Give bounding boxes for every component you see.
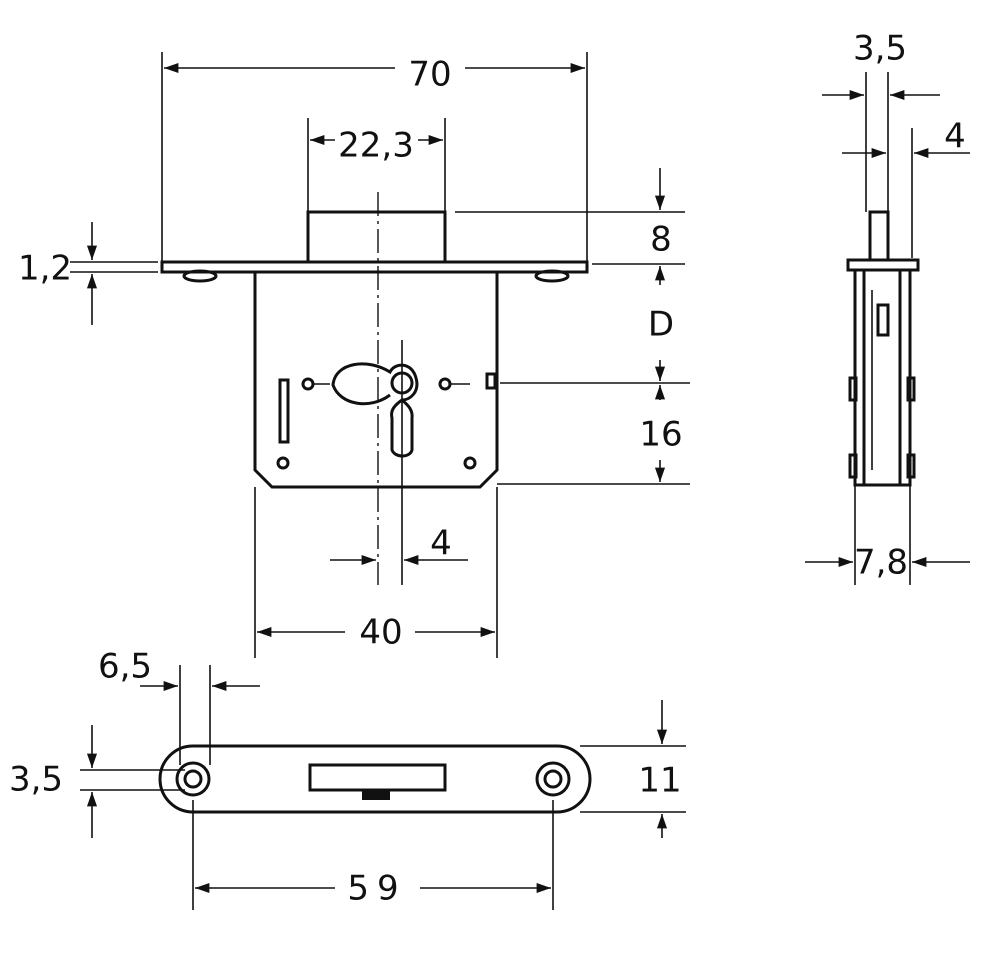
side-view bbox=[846, 210, 920, 487]
dim-label-40: 40 bbox=[359, 613, 402, 653]
dim-side-depth: 7,8 bbox=[805, 485, 970, 585]
dim-strike-height: 11 bbox=[580, 700, 686, 838]
dim-label-3-5: 3,5 bbox=[9, 760, 63, 800]
dim-side-bolt-offset: 4 bbox=[842, 117, 970, 258]
strike-hole-left bbox=[175, 761, 211, 797]
lock-case bbox=[253, 270, 499, 489]
dim-label-side-4: 4 bbox=[944, 117, 966, 157]
rivet-right bbox=[438, 377, 452, 391]
dim-strike-hole-offset: 6,5 bbox=[98, 647, 260, 765]
rivet-left bbox=[301, 377, 315, 391]
dim-label-16: 16 bbox=[639, 415, 682, 455]
dim-total-width: 70 bbox=[161, 52, 588, 262]
dim-strike-hole-diameter: 3,5 bbox=[9, 725, 185, 838]
dim-label-6-5: 6,5 bbox=[98, 647, 152, 687]
dim-case-width: 40 bbox=[254, 487, 498, 658]
dim-keyhole-offset: 4 bbox=[330, 524, 468, 566]
strike-plate-body bbox=[158, 744, 592, 814]
dim-side-bolt-thickness: 3,5 bbox=[822, 29, 940, 212]
faceplate-screw-right bbox=[534, 269, 570, 283]
bolt bbox=[306, 210, 447, 264]
dim-label-11: 11 bbox=[638, 761, 681, 801]
dim-label-7-8: 7,8 bbox=[854, 543, 908, 583]
dim-faceplate-thickness: 1,2 bbox=[18, 222, 158, 325]
faceplate-screw-left bbox=[182, 269, 218, 283]
mount-hole-right bbox=[463, 456, 477, 470]
dim-label-22-3: 22,3 bbox=[338, 126, 414, 166]
dim-label-8: 8 bbox=[650, 220, 672, 260]
keyhole bbox=[331, 362, 419, 458]
strike-tab bbox=[362, 790, 390, 800]
dim-label-D: D bbox=[648, 305, 674, 345]
strike-hole-right bbox=[535, 761, 571, 797]
dim-label-70: 70 bbox=[408, 55, 451, 95]
front-view bbox=[160, 192, 589, 585]
dim-label-4: 4 bbox=[430, 524, 452, 564]
dim-label-59: 59 bbox=[347, 869, 406, 909]
mount-hole-left bbox=[276, 456, 290, 470]
dim-vertical-right: 8 D 16 bbox=[455, 168, 690, 485]
spring-slot bbox=[278, 378, 290, 444]
side-bolt bbox=[868, 210, 890, 262]
dim-strike-hole-spacing: 59 bbox=[192, 800, 554, 910]
strike-slot bbox=[308, 763, 447, 792]
strike-plate bbox=[158, 744, 592, 814]
dim-label-1-2: 1,2 bbox=[18, 249, 72, 289]
dim-label-side-3-5: 3,5 bbox=[853, 29, 907, 69]
dim-bolt-width: 22,3 bbox=[307, 118, 446, 212]
